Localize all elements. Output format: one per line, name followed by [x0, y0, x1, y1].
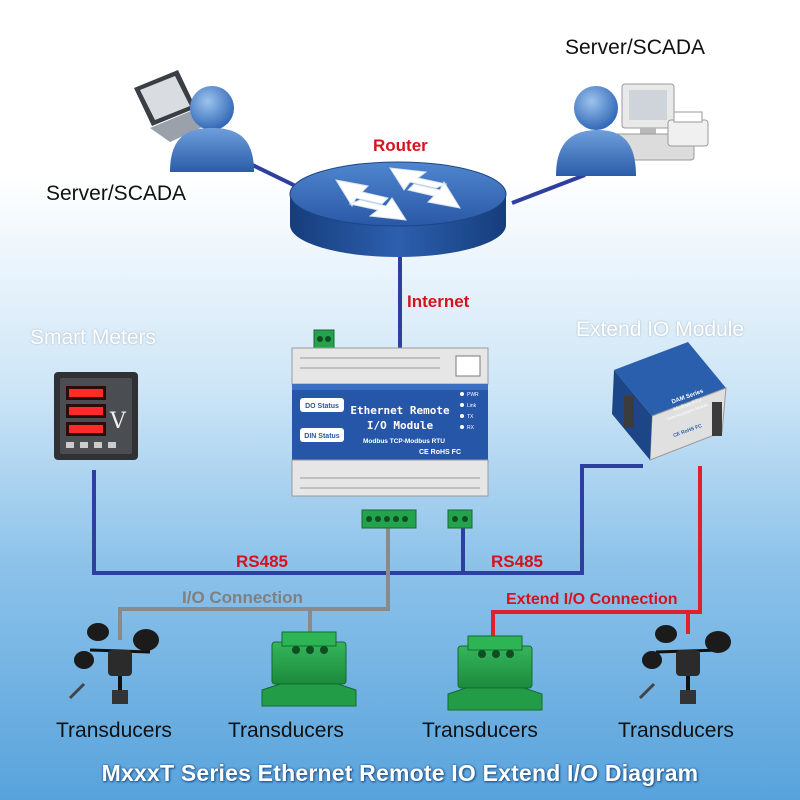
led-label-rx: RX	[467, 425, 475, 431]
meter-unit-symbol: V	[109, 409, 127, 434]
rs485-right-label: RS485	[491, 552, 543, 571]
internet-label: Internet	[407, 292, 470, 311]
link-router-server-right	[511, 173, 586, 205]
anemometer-left-icon	[68, 623, 159, 704]
io-connection-lines	[118, 520, 390, 640]
extend-io-lines	[491, 466, 702, 640]
module-certs: CE RoHS FC	[419, 449, 461, 456]
smart-meter-icon: V	[54, 372, 138, 460]
extend-io-line	[491, 466, 702, 640]
green-transducer-1-icon	[261, 631, 357, 707]
router-label: Router	[373, 136, 428, 155]
rs485-left-label: RS485	[236, 552, 288, 571]
transducer-3-label: Transducers	[422, 719, 538, 742]
transducer-1-label: Transducers	[56, 719, 172, 742]
diagram-title: MxxxT Series Ethernet Remote IO Extend I…	[101, 760, 699, 786]
led-label-tx: TX	[467, 414, 474, 420]
transducer-2-label: Transducers	[228, 719, 344, 742]
led-label-pwr: PWR	[467, 392, 479, 398]
din-status-label: DIN Status	[304, 433, 340, 440]
module-name-line2: I/O Module	[367, 419, 434, 432]
extend-io-module-label: Extend IO Module	[576, 318, 745, 341]
server-left-icon	[134, 70, 254, 172]
io-connection-label: I/O Connection	[182, 588, 303, 607]
server-left-label: Server/SCADA	[46, 182, 187, 205]
router-icon	[289, 161, 507, 257]
server-right-icon	[556, 83, 709, 176]
rs485-line	[92, 464, 643, 575]
led-label-link: Link	[467, 403, 477, 409]
green-transducer-2-icon	[447, 635, 543, 711]
smart-meters-label: Smart Meters	[30, 326, 157, 349]
anemometer-right-icon	[638, 625, 731, 704]
module-name-line1: Ethernet Remote	[350, 404, 450, 417]
do-status-label: DO Status	[305, 403, 339, 410]
rs485-bus	[92, 464, 643, 575]
module-protocol: Modbus TCP-Modbus RTU	[363, 438, 445, 445]
io-line	[118, 520, 390, 640]
extend-io-module-icon: DAM Series Modbus RTU Data Acquisition M…	[612, 342, 727, 461]
ethernet-remote-io-module: DO Status DIN Status Ethernet Remote I/O…	[291, 329, 489, 529]
extend-io-connection-label: Extend I/O Connection	[506, 591, 678, 608]
server-right-label: Server/SCADA	[565, 36, 706, 59]
transducer-4-label: Transducers	[618, 719, 734, 742]
